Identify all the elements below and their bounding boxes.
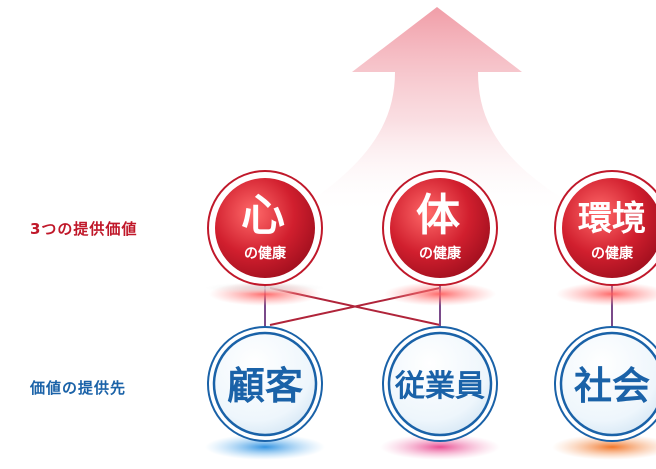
target-node-employee: 従業員 [382,326,498,442]
value-main-environment: 環境 [578,199,646,239]
value-shadow-environment [556,282,656,306]
target-shadow-society [552,434,656,460]
target-main-employee: 従業員 [394,369,485,404]
value-shadow-body [384,282,496,306]
value-node-body: 体 の健康 [382,170,498,286]
value-main-body: 体 [416,190,460,241]
target-shadow-employee [380,434,500,460]
value-node-heart: 心 の健康 [207,170,323,286]
value-sub-environment: の健康 [591,245,634,262]
target-main-society: 社会 [574,364,650,408]
value-sub-heart: の健康 [244,245,287,262]
target-main-customer: 顧客 [227,364,303,408]
target-row-label: 価値の提供先 [30,379,127,397]
value-node-environment: 環境 の健康 [554,170,656,286]
value-sub-body: の健康 [419,245,462,262]
target-shadow-customer [205,434,325,460]
target-node-society: 社会 [554,326,656,442]
growth-arrow [290,7,590,215]
value-main-heart: 心 [241,190,285,241]
value-shadow-gray-1 [205,282,325,294]
value-row-label: 3つの提供価値 [30,220,138,238]
target-node-customer: 顧客 [207,326,323,442]
